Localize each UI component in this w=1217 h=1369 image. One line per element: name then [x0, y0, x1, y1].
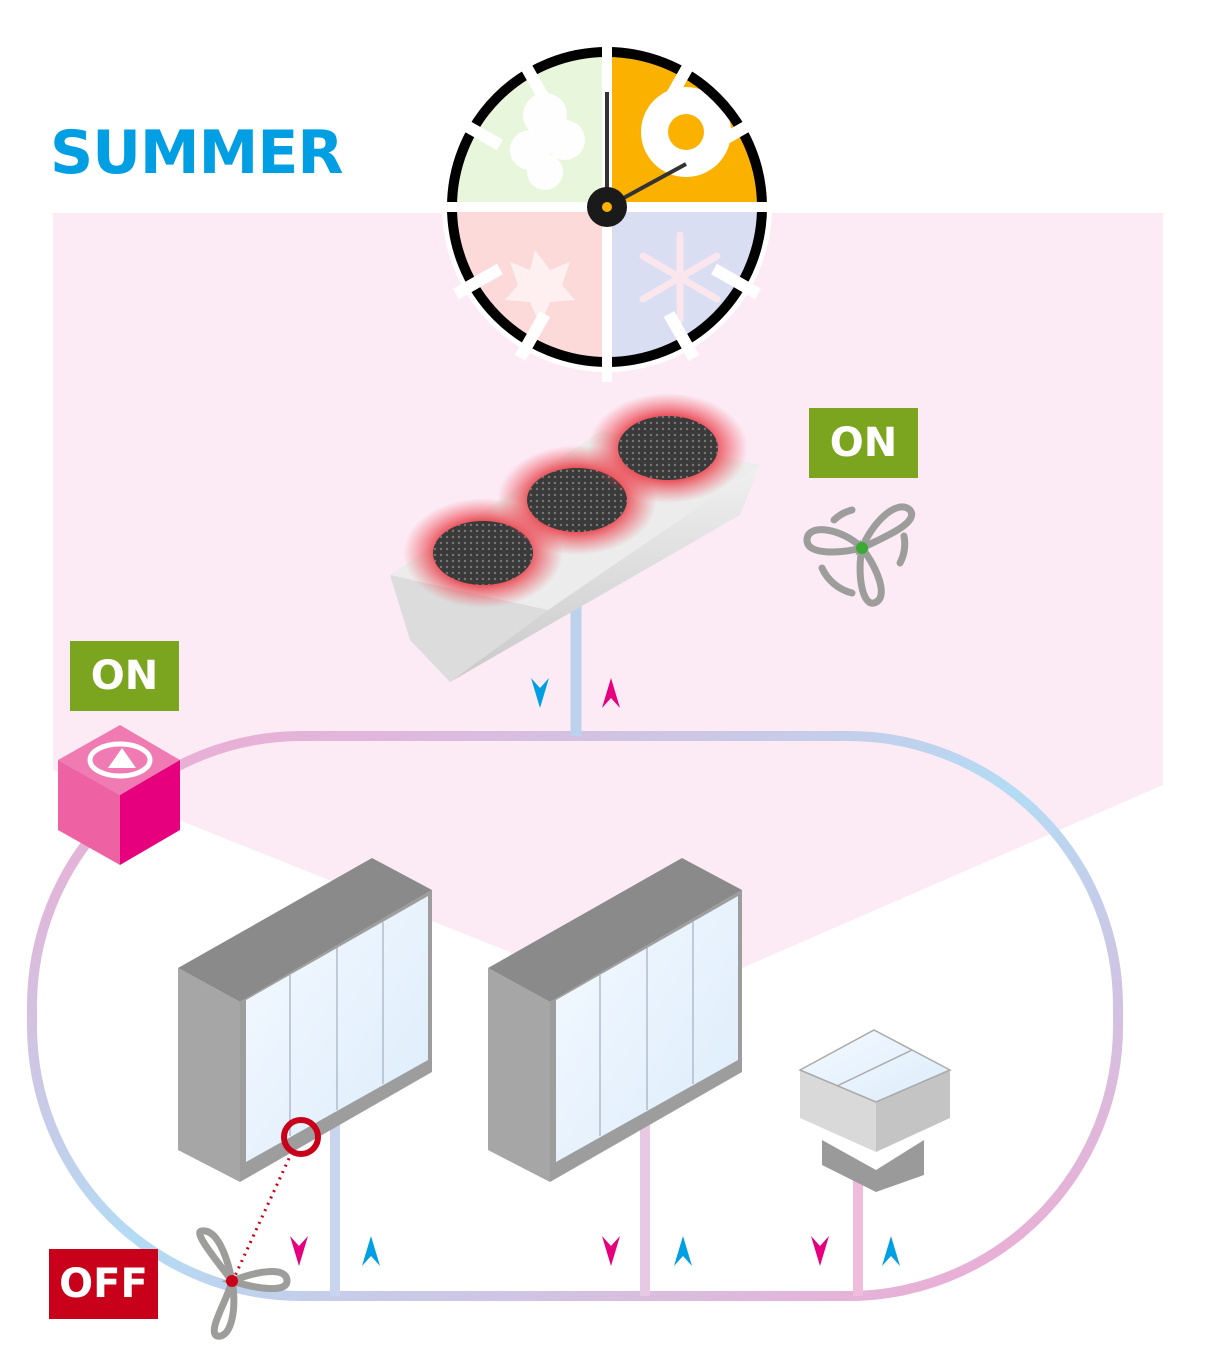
season-title: SUMMER — [50, 118, 344, 188]
arrow-down-hot — [602, 1236, 620, 1266]
display-case — [798, 1029, 952, 1192]
arrow-down-cold — [531, 678, 549, 708]
condenser-fan — [588, 393, 748, 503]
flow-arrows — [290, 678, 900, 1266]
evaporator-fan-marker — [281, 1117, 321, 1157]
quadrant-winter — [607, 207, 762, 362]
arrow-down-hot — [811, 1236, 829, 1266]
arrow-up-cold — [674, 1236, 692, 1266]
pump-status-badge: ON — [70, 641, 179, 711]
autumn-leaf-icon — [505, 250, 575, 325]
summer-flower-icon — [641, 87, 731, 177]
evaporator-fan-status-badge: OFF — [49, 1249, 158, 1319]
season-clock — [432, 32, 782, 382]
spring-flower-icon — [510, 93, 585, 190]
fan-icon — [803, 503, 916, 607]
fan-icon — [196, 1227, 291, 1340]
refrigerated-cabinet-2 — [488, 858, 742, 1182]
pump-icon — [58, 725, 180, 865]
arrow-up-cold — [362, 1236, 380, 1266]
condenser-status-badge: ON — [809, 408, 918, 478]
arrow-up-cold — [882, 1236, 900, 1266]
arrow-up-hot — [602, 678, 620, 708]
refrigerated-cabinet-1 — [178, 858, 432, 1182]
condenser-unit — [390, 393, 760, 682]
winter-snowflake-icon — [639, 231, 721, 324]
arrow-down-hot — [290, 1236, 308, 1266]
